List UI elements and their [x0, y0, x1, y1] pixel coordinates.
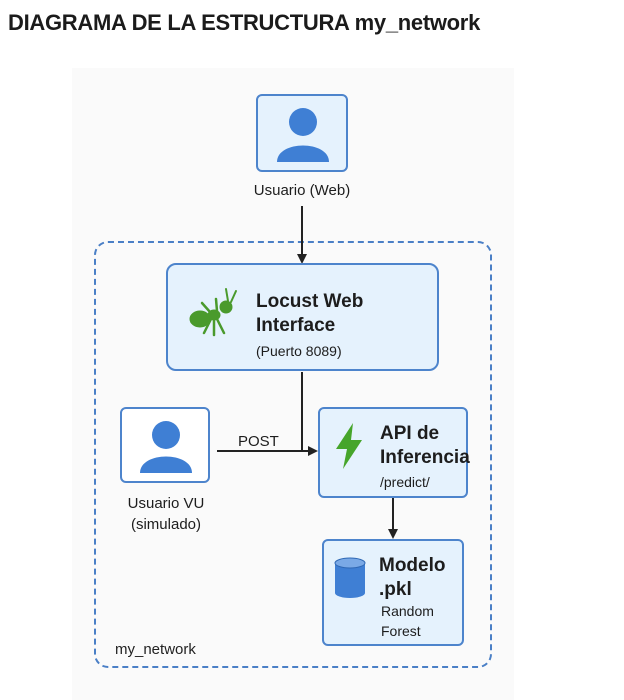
- api-subtitle: /predict/: [380, 474, 430, 490]
- ant-icon: [189, 288, 237, 337]
- vu-user-label-line1: Usuario VU: [127, 495, 205, 512]
- diagram-title: DIAGRAMA DE LA ESTRUCTURA my_network: [8, 10, 481, 35]
- locust-title-line2: Interface: [256, 315, 336, 336]
- post-label: POST: [238, 433, 279, 450]
- api-title-line2: Inferencia: [380, 447, 470, 468]
- database-icon: [334, 557, 366, 598]
- model-title-line2: .pkl: [379, 579, 412, 600]
- model-subtitle-line1: Random: [381, 603, 434, 619]
- locust-title-line1: Locust Web: [256, 291, 364, 312]
- vu-user-label-line2: (simulado): [130, 516, 202, 533]
- web-user-label: Usuario (Web): [253, 182, 351, 199]
- lightning-bolt-icon: [336, 423, 362, 469]
- api-title-line1: API de: [380, 423, 440, 444]
- model-title-line1: Modelo: [379, 555, 446, 576]
- api-node: API de Inferencia /predict/: [318, 407, 470, 498]
- locust-subtitle: (Puerto 8089): [256, 343, 342, 359]
- web-user-node: [256, 94, 348, 172]
- locust-node: Locust Web Interface (Puerto 8089): [166, 263, 439, 371]
- network-boundary: [94, 241, 492, 668]
- model-subtitle-line2: Forest: [381, 623, 421, 639]
- network-label: my_network: [115, 641, 196, 658]
- user-icon: [140, 421, 192, 473]
- vu-user-node: [120, 407, 210, 483]
- model-node: Modelo .pkl Random Forest: [322, 539, 464, 646]
- user-icon: [277, 108, 329, 162]
